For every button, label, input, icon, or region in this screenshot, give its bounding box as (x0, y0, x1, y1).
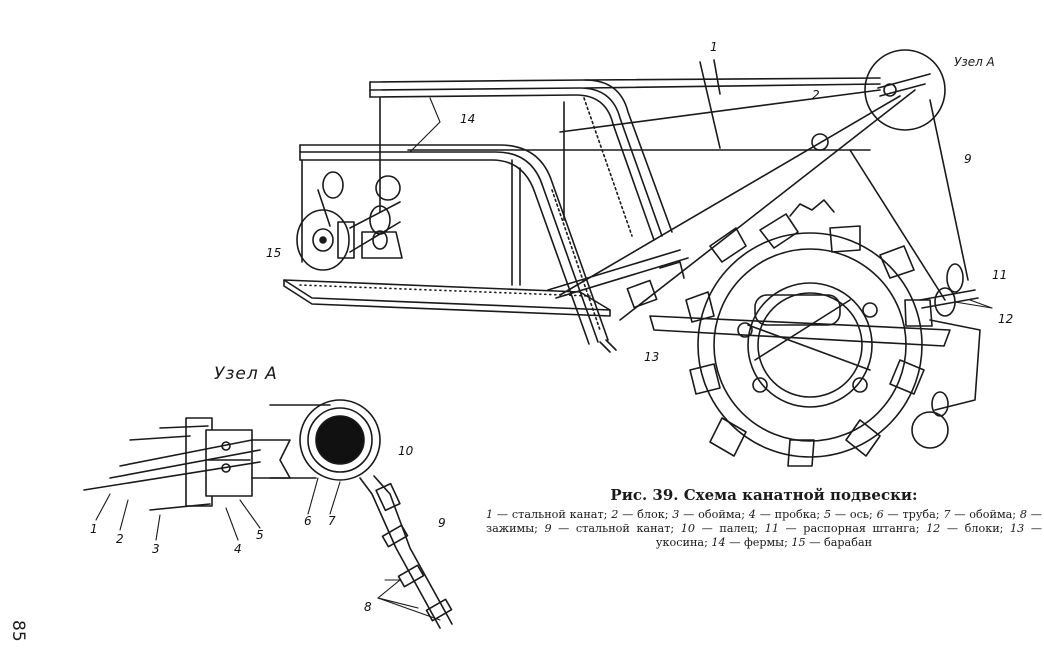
detail-label-5: 5 (256, 528, 264, 542)
legend-item: 10 — палец; (681, 522, 765, 535)
legend-item-text: — стальной канат; (551, 522, 681, 535)
legend-item-text: — укосина; (655, 522, 1043, 549)
detail-title: Узел А (214, 364, 278, 384)
node-a-detail (83, 399, 453, 629)
legend-item: 15 — барабан (791, 536, 872, 549)
legend-item: 3 — обойма; (672, 508, 749, 521)
legend-item-number: 3 (672, 508, 680, 521)
label-2: 2 (812, 88, 820, 102)
node-a-callout-label: Узел А (954, 55, 995, 69)
label-13: 13 (644, 350, 660, 364)
cable-9 (929, 99, 969, 281)
legend-item-number: 13 (1010, 522, 1025, 535)
legend-item: 1 — стальной канат; (486, 508, 611, 521)
legend-item-text: — блок; (618, 508, 673, 521)
detail-label-7: 7 (328, 514, 336, 528)
legend-item-number: 9 (544, 522, 552, 535)
rear-truss (369, 77, 881, 241)
legend-item-text: — распорная штанга; (778, 522, 927, 535)
spreader-bar (649, 263, 981, 449)
legend-item: 11 — распорная штанга; (765, 522, 926, 535)
caption-title: Рис. 39. Схема канатной подвески: (610, 486, 918, 504)
front-truss (299, 144, 617, 353)
legend-item: 9 — стальной канат; (544, 522, 680, 535)
platform (283, 279, 611, 317)
legend-item: 2 — блок; (611, 508, 672, 521)
label-12: 12 (998, 312, 1014, 326)
detail-label-2: 2 (116, 532, 124, 546)
legend-item-number: 15 (791, 536, 806, 549)
label-1: 1 (710, 40, 718, 54)
strut-13 (547, 249, 689, 309)
legend-item: 8 — зажимы; (486, 508, 1042, 535)
legend-item-number: 4 (748, 508, 756, 521)
page-number: 85 (8, 620, 28, 642)
legend-item-number: 14 (711, 536, 726, 549)
legend-item-text: — палец; (695, 522, 765, 535)
detail-label-9: 9 (438, 516, 446, 530)
legend-item-number: 6 (876, 508, 884, 521)
legend-item-text: — барабан (805, 536, 873, 549)
legend-item-number: 11 (764, 522, 779, 535)
detail-label-4: 4 (234, 542, 242, 556)
legend-item-text: — фермы; (725, 536, 792, 549)
legend-item-number: 12 (926, 522, 941, 535)
legend-item: 5 — ось; (824, 508, 877, 521)
legend-item-number: 5 (824, 508, 832, 521)
caption-legend: 1 — стальной канат; 2 — блок; 3 — обойма… (486, 508, 1042, 550)
figure-caption: Рис. 39. Схема канатной подвески: 1 — ст… (486, 486, 1042, 550)
detail-label-3: 3 (152, 542, 160, 556)
label-14: 14 (460, 112, 476, 126)
detail-label-1: 1 (90, 522, 98, 536)
detail-label-6: 6 (304, 514, 312, 528)
legend-item-number: 8 (1019, 508, 1028, 521)
legend-item-text: — обойма; (679, 508, 749, 521)
legend-item-number: 1 (486, 508, 494, 521)
legend-item: 14 — фермы; (711, 536, 791, 549)
legend-item: 12 — блоки; (926, 522, 1010, 535)
legend-item-text: — ось; (831, 508, 877, 521)
node-a-callout (811, 49, 946, 151)
legend-item-text: — обойма; (950, 508, 1020, 521)
legend-item-text: — зажимы; (486, 508, 1042, 535)
legend-item-text: — блоки; (940, 522, 1010, 535)
main-cables (407, 59, 946, 321)
label-11: 11 (992, 268, 1008, 282)
legend-item-number: 2 (611, 508, 619, 521)
leader-lines (95, 97, 993, 621)
legend-item: 6 — труба; (877, 508, 944, 521)
legend-item: 7 — обойма; (943, 508, 1020, 521)
legend-item-text: — пробка; (755, 508, 824, 521)
drum-assembly (296, 171, 403, 271)
legend-item-text: — стальной канат; (493, 508, 612, 521)
label-9: 9 (964, 152, 972, 166)
legend-item-number: 7 (943, 508, 951, 521)
legend-item: 13 — укосина; (656, 522, 1042, 549)
legend-item: 4 — пробка; (749, 508, 824, 521)
detail-label-8: 8 (364, 600, 372, 614)
detail-label-10: 10 (398, 444, 414, 458)
bucket-wheel (685, 199, 933, 467)
label-15: 15 (266, 246, 282, 260)
legend-item-text: — труба; (883, 508, 944, 521)
legend-item-number: 10 (680, 522, 696, 535)
